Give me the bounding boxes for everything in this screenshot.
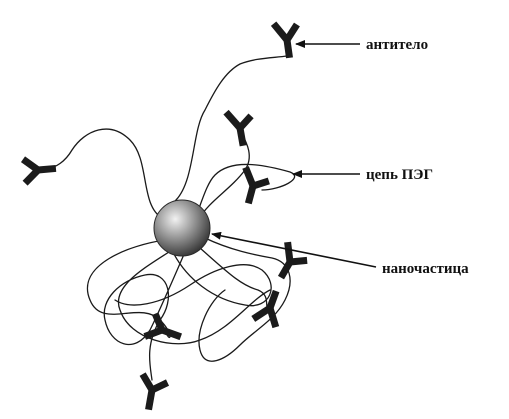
- antibody-lower-right: [251, 289, 280, 329]
- nanoparticle-pointer-arrow: [211, 231, 377, 268]
- peg-chain-crossing: [114, 245, 272, 307]
- nanoparticle-label: наночастица: [382, 261, 469, 277]
- antibody-bottom: [139, 372, 170, 411]
- peg-chain-right-low: [199, 247, 269, 313]
- antibody-top: [270, 21, 300, 59]
- antibody-right: [277, 241, 308, 280]
- antibody-upper-mid: [223, 109, 254, 147]
- antibody-left: [20, 156, 57, 186]
- antibody-lower-center: [143, 312, 182, 341]
- peg-chain-bottom: [103, 251, 186, 381]
- peg-chain-lower-loop: [117, 247, 271, 345]
- peg-chain-right: [198, 237, 291, 362]
- peg-chain-left: [47, 128, 163, 219]
- nanoparticle-sphere: [153, 199, 211, 257]
- antibody-label: антитело: [366, 37, 428, 53]
- peg-chain-label: цепь ПЭГ: [366, 167, 433, 183]
- antibody-center-right: [242, 166, 270, 205]
- peg-chain-upper-mid: [189, 163, 296, 231]
